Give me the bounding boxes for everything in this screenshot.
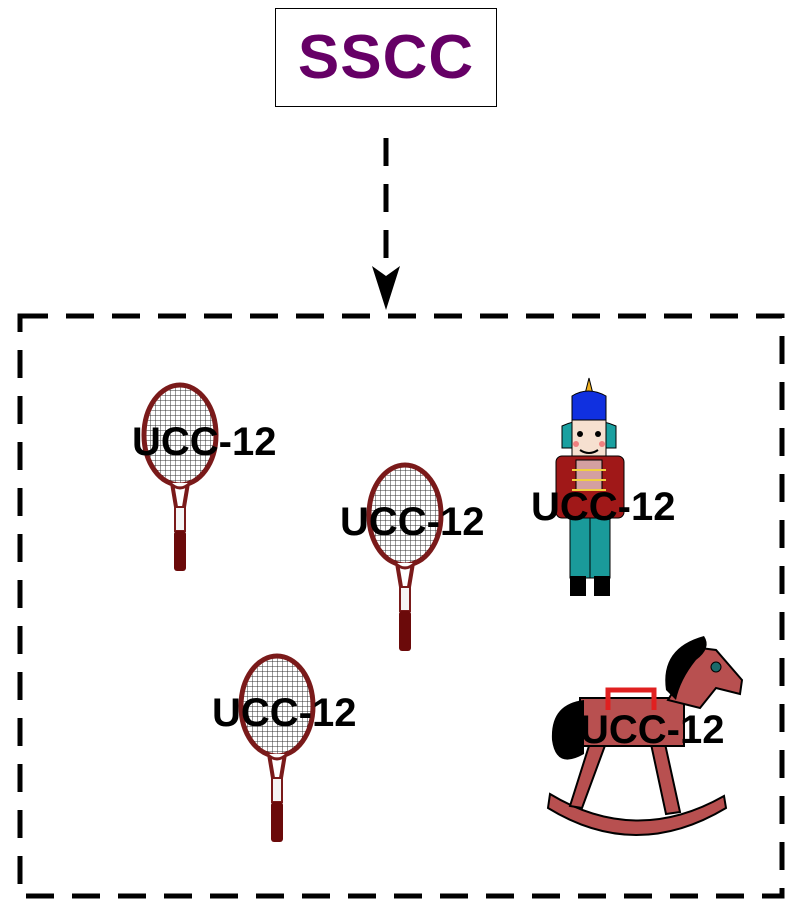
tennis-racket-icon — [369, 465, 441, 651]
item-label: UCC-12 — [132, 420, 277, 464]
item-label: UCC-12 — [531, 485, 676, 529]
arrow-head — [372, 266, 400, 310]
item-label: UCC-12 — [340, 500, 485, 544]
sscc-container-box: SSCC — [275, 8, 497, 107]
tennis-racket-icon — [241, 656, 313, 842]
nutcracker-soldier-icon — [555, 377, 625, 596]
tennis-racket-icon — [144, 385, 216, 571]
sscc-label: SSCC — [297, 23, 475, 92]
rocking-horse-icon — [546, 636, 744, 836]
container-boundary — [17, 313, 785, 899]
item-label: UCC-12 — [580, 708, 725, 752]
item-label: UCC-12 — [212, 691, 357, 735]
